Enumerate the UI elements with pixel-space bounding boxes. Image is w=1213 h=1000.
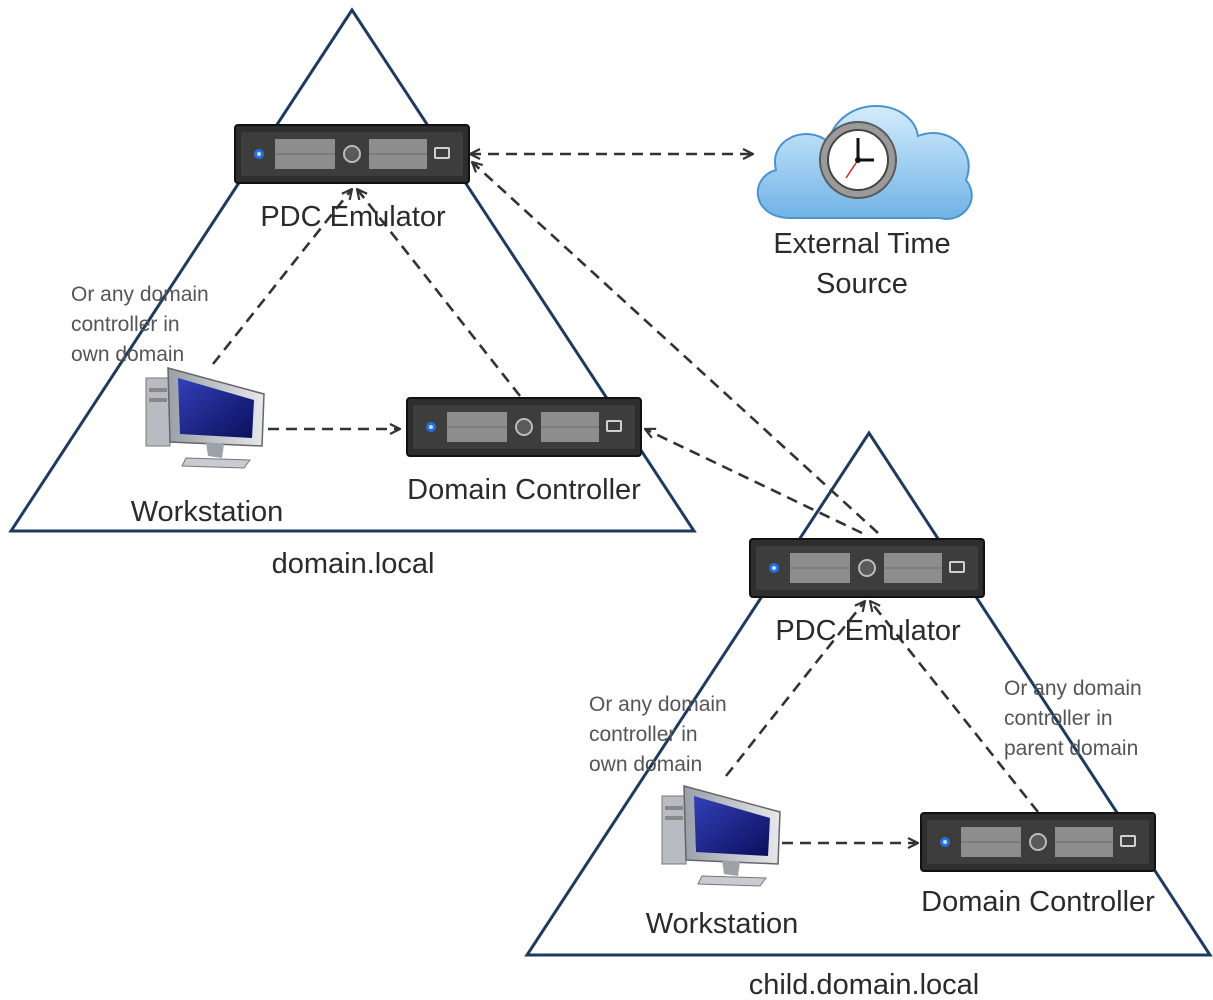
workstation-icon xyxy=(145,367,265,469)
child-domain-name-label: child.domain.local xyxy=(749,969,980,1000)
child-domain-triangle xyxy=(524,430,1213,957)
note-own-domain-line-1: Or any domain xyxy=(71,283,209,306)
child-note-own-domain-line-1: Or any domain xyxy=(589,693,727,716)
child-note-own-domain-line-3: own domain xyxy=(589,753,702,776)
arrow-workstation-to-pdc xyxy=(211,189,352,365)
child-note-parent-domain-line-3: parent domain xyxy=(1004,737,1138,760)
child-note-parent-domain-line-2: controller in xyxy=(1004,707,1113,730)
domain-local-triangle xyxy=(8,7,697,533)
child-domain-controller-server-icon xyxy=(920,812,1156,872)
arrow-child-workstation-to-pdc xyxy=(724,601,865,777)
sync-arrows xyxy=(211,154,1040,843)
note-own-domain-line-2: controller in xyxy=(71,313,180,336)
child-pdc-emulator-server-icon xyxy=(749,538,985,598)
workstation-label: Workstation xyxy=(131,496,284,528)
note-own-domain-line-3: own domain xyxy=(71,343,184,366)
child-domain-controller-label: Domain Controller xyxy=(921,886,1155,918)
external-time-source-label-line-2: Source xyxy=(816,268,908,300)
arrow-dc-to-pdc xyxy=(357,189,522,397)
child-note-own-domain-line-2: controller in xyxy=(589,723,698,746)
domain-controller-server-icon xyxy=(406,397,642,457)
pdc-emulator-server-icon xyxy=(234,124,470,184)
arrow-child-pdc-to-parent-pdc xyxy=(472,162,879,534)
external-time-source-label-line-1: External Time xyxy=(773,228,950,260)
domain-name-label: domain.local xyxy=(272,548,435,580)
child-workstation-label: Workstation xyxy=(646,908,799,940)
child-workstation-icon xyxy=(661,785,781,887)
pdc-emulator-label: PDC Emulator xyxy=(260,201,446,233)
domain-controller-label: Domain Controller xyxy=(407,474,641,506)
child-pdc-emulator-label: PDC Emulator xyxy=(775,615,961,647)
child-note-parent-domain-line-1: Or any domain xyxy=(1004,677,1142,700)
arrow-child-dc-to-pdc xyxy=(870,601,1040,813)
arrow-child-pdc-to-parent-dc xyxy=(645,429,863,535)
clock-icon xyxy=(819,121,897,199)
